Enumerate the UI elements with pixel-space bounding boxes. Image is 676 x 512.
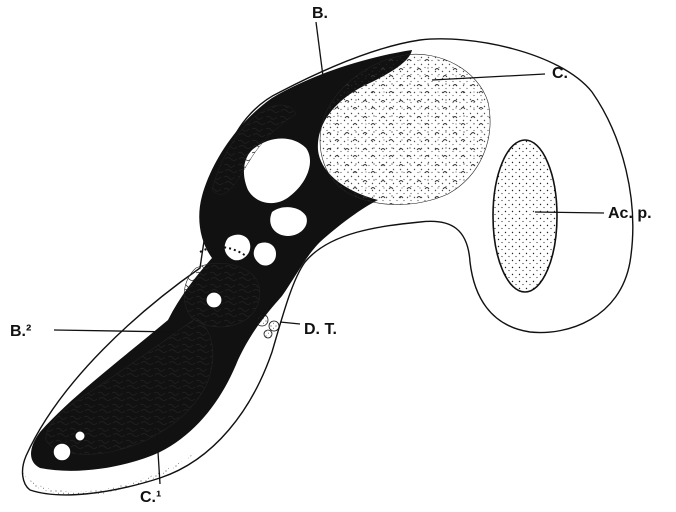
cavity-mid-small bbox=[206, 292, 222, 308]
label-ac-p: Ac. p. bbox=[608, 205, 652, 222]
distal-cavity-1 bbox=[53, 443, 71, 461]
trabecular-cluster-mid bbox=[184, 263, 260, 327]
label-b: B. bbox=[312, 5, 328, 22]
label-c1: C.¹ bbox=[140, 489, 161, 506]
dt-nodules bbox=[256, 314, 279, 338]
ac-p-oval bbox=[493, 140, 557, 292]
label-dt: D. T. bbox=[304, 321, 337, 338]
label-b2: B.² bbox=[10, 323, 31, 340]
label-c: C. bbox=[552, 65, 568, 82]
distal-cavity-2 bbox=[75, 431, 85, 441]
